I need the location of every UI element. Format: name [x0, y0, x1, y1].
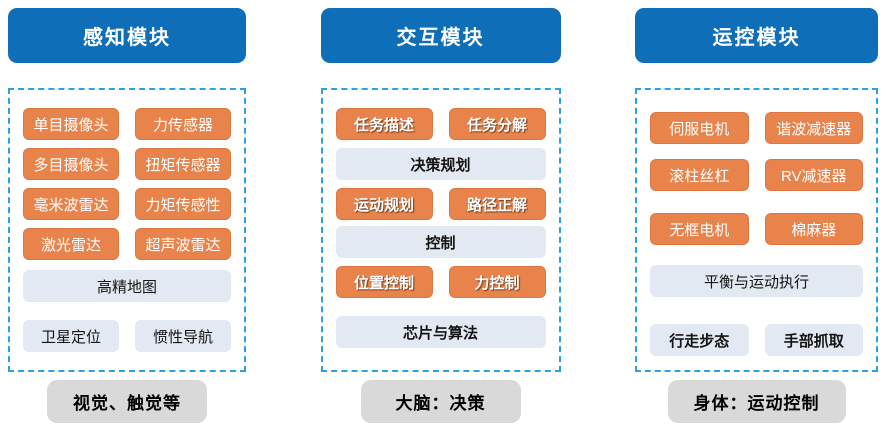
chip-row: 平衡与运动执行: [650, 265, 863, 297]
component-chip: 路径正解: [448, 188, 546, 220]
component-chip: 力控制: [448, 266, 546, 298]
module-body-perception: 单目摄像头力传感器多目摄像头扭矩传感器毫米波雷达力矩传感性激光雷达超声波雷达高精…: [8, 88, 246, 372]
component-chip: 位置控制: [335, 266, 433, 298]
chip-row: 多目摄像头扭矩传感器: [23, 148, 231, 180]
chip-row: 行走步态手部抓取: [650, 324, 863, 356]
component-chip: 扭矩传感器: [135, 148, 231, 180]
module-footer-perception: 视觉、触觉等: [47, 380, 207, 423]
component-chip: 毫米波雷达: [23, 188, 119, 220]
chip-row: 伺服电机谐波减速器: [650, 112, 863, 144]
function-chip: 决策规划: [335, 148, 546, 180]
module-footer-wrap: 视觉、触觉等: [8, 380, 246, 423]
component-chip: 谐波减速器: [764, 112, 863, 144]
module-footer-wrap: 大脑：决策: [321, 380, 561, 423]
module-column-interaction: 交互模块 任务描述任务分解决策规划运动规划路径正解控制位置控制力控制芯片与算法 …: [320, 8, 561, 432]
module-header-perception: 感知模块: [8, 8, 246, 63]
chip-row: 芯片与算法: [335, 316, 546, 348]
component-chip: 棉麻器: [764, 213, 863, 245]
chip-row: 毫米波雷达力矩传感性: [23, 188, 231, 220]
function-chip: 卫星定位: [23, 320, 119, 352]
chip-row: 控制: [335, 226, 546, 258]
chip-row: 单目摄像头力传感器: [23, 108, 231, 140]
module-header-interaction: 交互模块: [320, 8, 561, 63]
chip-row: 决策规划: [335, 148, 546, 180]
chip-row: 卫星定位惯性导航: [23, 320, 231, 352]
module-column-perception: 感知模块 单目摄像头力传感器多目摄像头扭矩传感器毫米波雷达力矩传感性激光雷达超声…: [8, 8, 246, 432]
module-footer-wrap: 身体：运动控制: [635, 380, 878, 423]
function-chip: 惯性导航: [135, 320, 231, 352]
chip-row: 激光雷达超声波雷达: [23, 228, 231, 260]
function-chip: 手部抓取: [764, 324, 863, 356]
function-chip: 高精地图: [23, 270, 231, 302]
function-chip: 平衡与运动执行: [650, 265, 863, 297]
component-chip: 力矩传感性: [135, 188, 231, 220]
function-chip: 控制: [335, 226, 546, 258]
component-chip: 力传感器: [135, 108, 231, 140]
component-chip: RV减速器: [764, 159, 863, 191]
component-chip: 激光雷达: [23, 228, 119, 260]
component-chip: 任务分解: [448, 108, 546, 140]
component-chip: 超声波雷达: [135, 228, 231, 260]
component-chip: 运动规划: [335, 188, 433, 220]
chip-row: 无框电机棉麻器: [650, 213, 863, 245]
module-footer-interaction: 大脑：决策: [360, 380, 521, 423]
chip-row: 滚柱丝杠 RV减速器: [650, 159, 863, 191]
component-chip: 无框电机: [650, 213, 749, 245]
chip-row: 位置控制力控制: [335, 266, 546, 298]
function-chip: 行走步态: [650, 324, 749, 356]
chip-row: 任务描述任务分解: [335, 108, 546, 140]
chip-row: 运动规划路径正解: [335, 188, 546, 220]
module-body-interaction: 任务描述任务分解决策规划运动规划路径正解控制位置控制力控制芯片与算法: [320, 88, 561, 372]
component-chip: 多目摄像头: [23, 148, 119, 180]
component-chip: 伺服电机: [650, 112, 749, 144]
component-chip: 单目摄像头: [23, 108, 119, 140]
module-header-motion-control: 运控模块: [635, 8, 878, 63]
component-chip: 任务描述: [335, 108, 433, 140]
function-chip: 芯片与算法: [335, 316, 546, 348]
module-footer-motion-control: 身体：运动控制: [667, 380, 846, 423]
component-chip: 滚柱丝杠: [650, 159, 749, 191]
chip-row: 高精地图: [23, 270, 231, 302]
